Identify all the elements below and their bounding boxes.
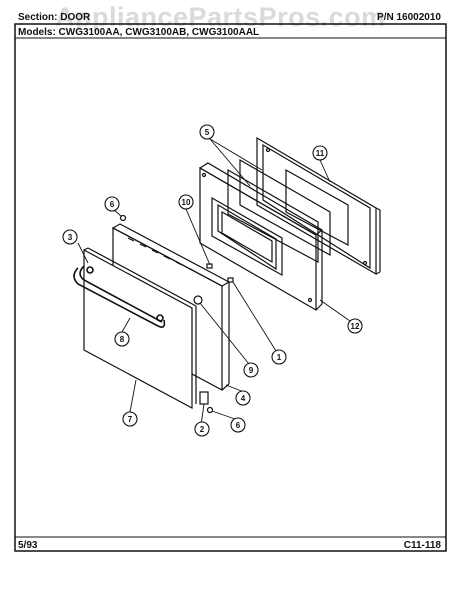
date-code: 5/93 (18, 540, 38, 551)
callout-11: 10 (182, 198, 191, 207)
screw-top (119, 214, 127, 222)
leader-lines (77, 138, 351, 426)
callout-5: 5 (205, 128, 210, 137)
door-screw-side (193, 295, 203, 305)
callout-7: 7 (128, 415, 133, 424)
callout-1: 1 (277, 353, 282, 362)
callout-numbers: 5 11 6 10 3 12 1 9 4 8 6 2 7 (68, 128, 360, 434)
callout-3: 3 (68, 233, 73, 242)
callout-10: 9 (249, 366, 254, 375)
door-handle (73, 265, 166, 328)
part-number: P/N 16002010 (377, 12, 441, 23)
door-liner (111, 223, 231, 391)
door-glass-panes (227, 158, 331, 263)
callout-12: 12 (351, 322, 360, 331)
rear-glass-frame (256, 136, 381, 276)
section-title: Section: DOOR (18, 12, 91, 23)
outer-door-panel (83, 247, 197, 410)
callout-6-bottom: 6 (236, 421, 241, 430)
callout-8: 8 (120, 335, 125, 344)
model-list: Models: CWG3100AA, CWG3100AB, CWG3100AAL (18, 27, 260, 38)
callout-4: 4 (241, 394, 246, 403)
callout-2: 2 (200, 425, 205, 434)
inner-door-panel (198, 162, 324, 312)
frame-border (14, 23, 447, 552)
callout-9: 11 (316, 149, 325, 158)
page-code: C11-118 (403, 540, 441, 551)
screw-bottom (206, 406, 214, 414)
hinge-bracket (199, 391, 209, 405)
callout-6-top: 6 (110, 200, 115, 209)
callout-circles (62, 124, 363, 437)
watermark: AppliancePartsPros.com (55, 2, 386, 32)
